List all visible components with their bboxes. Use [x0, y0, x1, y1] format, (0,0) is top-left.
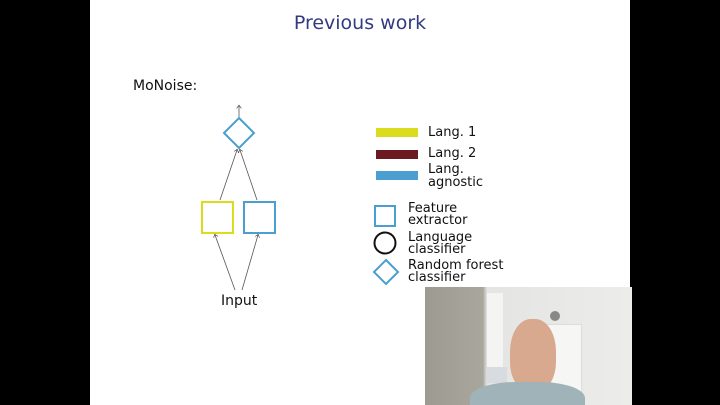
legend-swatch-lang2 [376, 150, 418, 159]
legend-language-1: Language [408, 230, 473, 245]
legend-circle-icon [373, 231, 397, 255]
monoise-diagram [201, 0, 400, 291]
legend-square-icon [374, 205, 396, 227]
presentation-slide: Previous work MoNoise: Input Lang. 1 Lan… [90, 0, 630, 405]
webcam-overlay [425, 287, 632, 405]
person-shirt [470, 382, 585, 405]
input-label: Input [221, 293, 258, 309]
arrow [219, 150, 237, 201]
arrow [240, 150, 258, 201]
legend-rf-1: Random forest [408, 258, 504, 273]
legend-language-2: classifier [408, 242, 466, 257]
slide-subtitle: MoNoise: [133, 78, 198, 94]
slide-title: Previous work [293, 12, 427, 34]
person-head [510, 319, 556, 391]
legend-agnostic-2: agnostic [428, 175, 484, 190]
feature-extractor-lang1 [201, 201, 234, 234]
legend-agnostic-1: Lang. [428, 162, 464, 177]
legend-swatch-lang1 [376, 128, 418, 137]
feature-extractor-agnostic [243, 201, 276, 234]
legend-lang1: Lang. 1 [428, 125, 477, 140]
arrow [215, 235, 236, 291]
arrow [241, 235, 258, 291]
legend-feature-2: extractor [408, 213, 468, 228]
legend-diamond-icon [372, 258, 400, 286]
random-forest-diamond [222, 116, 256, 150]
legend-feature-1: Feature [408, 201, 458, 216]
legend-lang2: Lang. 2 [428, 146, 477, 161]
wall [487, 293, 503, 383]
legend-rf-2: classifier [408, 270, 466, 285]
wall-clock [550, 311, 560, 321]
radiator [487, 367, 507, 383]
legend-swatch-agnostic [376, 171, 418, 180]
